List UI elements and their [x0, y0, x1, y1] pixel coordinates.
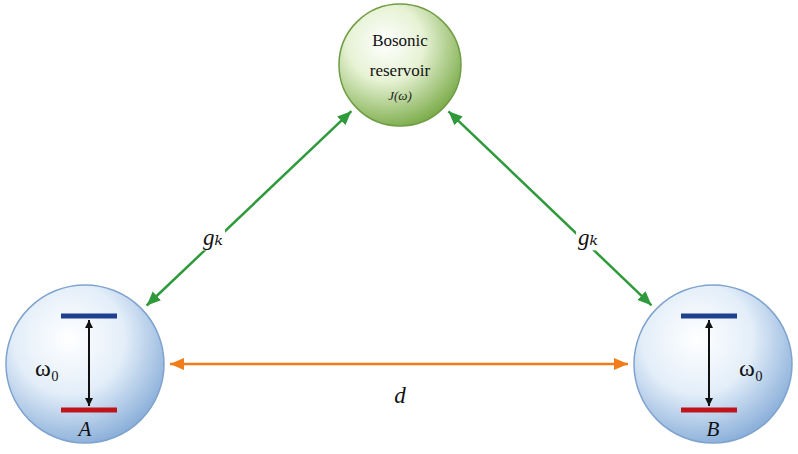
reservoir-name: Bosonic reservoir — [359, 26, 441, 86]
qubit-name: A — [79, 418, 92, 441]
coupling-label: gₖ — [201, 225, 225, 250]
excited-level — [681, 314, 737, 319]
transition-arrow — [88, 320, 90, 406]
frequency-label: ω₀ — [35, 355, 59, 381]
qubit-sphere: ω₀ B — [633, 284, 793, 444]
distance-arrow — [170, 363, 628, 366]
qubit-name: B — [707, 418, 720, 441]
reservoir-sphere: Bosonic reservoirJ(ω) — [338, 3, 462, 127]
ground-level — [681, 408, 737, 413]
distance-label: d — [392, 383, 408, 408]
qubit-sphere: ω₀ A — [5, 284, 165, 444]
transition-arrow — [708, 320, 710, 406]
coupling-arrow — [448, 111, 651, 305]
ground-level — [61, 408, 117, 413]
frequency-label: ω₀ — [739, 355, 763, 381]
coupling-label: gₖ — [576, 225, 600, 250]
reservoir-label: Bosonic reservoirJ(ω) — [359, 26, 441, 104]
coupling-arrow — [147, 111, 352, 305]
excited-level — [61, 314, 117, 319]
spectral-density: J(ω) — [388, 88, 412, 104]
